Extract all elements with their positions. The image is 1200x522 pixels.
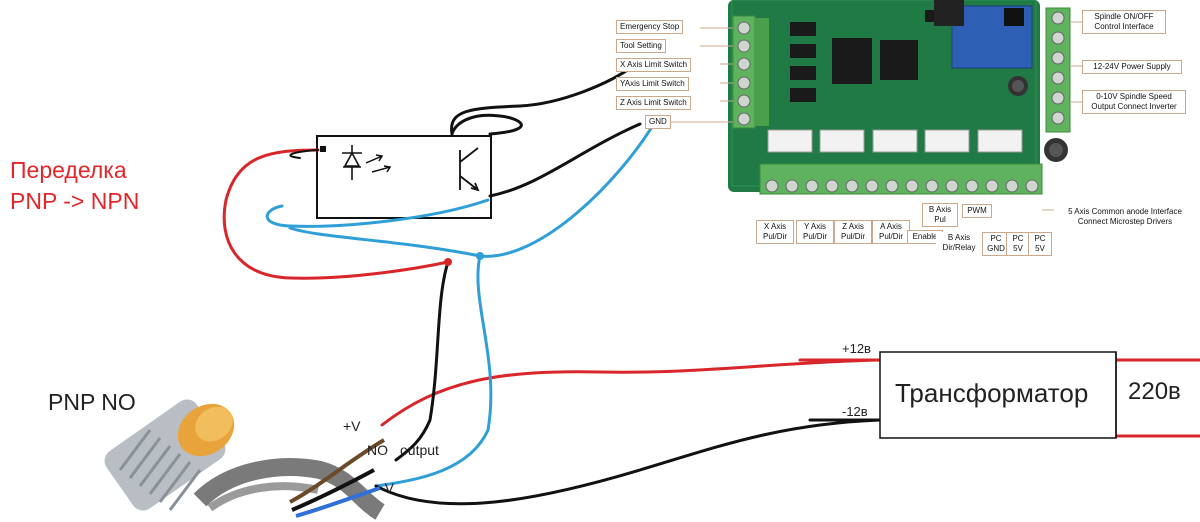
transformer-mains: 220в [1128, 378, 1181, 405]
label-pc-5v-2: PC 5V [1028, 232, 1052, 256]
label-z-limit: Z Axis Limit Switch [616, 96, 691, 110]
sensor-output: output [400, 442, 439, 458]
label-pc-5v-1: PC 5V [1006, 232, 1030, 256]
label-b-axis-dir: B Axis Dir/Relay [936, 232, 982, 254]
label-gnd: GND [645, 115, 671, 129]
sensor-plus-v: +V [343, 418, 361, 434]
label-tool-setting: Tool Setting [616, 39, 666, 53]
label-x-axis: X Axis Pul/Dir [756, 220, 794, 244]
controller-board [728, 0, 1071, 195]
transformer-minus12: -12в [842, 404, 868, 419]
label-a-axis: A Axis Pul/Dir [872, 220, 910, 244]
label-b-axis-pul: B Axis Pul [922, 203, 958, 227]
title-line-1: Переделка [10, 157, 127, 183]
label-z-axis: Z Axis Pul/Dir [834, 220, 872, 244]
label-pwm: PWM [962, 204, 992, 218]
pnp-sensor [104, 399, 386, 520]
title-line-2: PNP -> NPN [10, 188, 140, 214]
label-y-axis: Y Axis Pul/Dir [796, 220, 834, 244]
label-common-anode: 5 Axis Common anode Interface Connect Mi… [1054, 206, 1196, 228]
transformer-label: Трансформатор [895, 378, 1089, 408]
label-x-limit: X Axis Limit Switch [616, 58, 692, 72]
label-spindle-onoff: Spindle ON/OFF Control Interface [1082, 10, 1166, 34]
sensor-label: PNP NO [48, 389, 136, 415]
sensor-no: NO [367, 442, 388, 458]
transformer-box [879, 351, 1117, 439]
label-spindle-speed: 0-10V Spindle Speed Output Connect Inver… [1082, 90, 1186, 114]
label-y-limit: YAxis Limit Switch [616, 77, 689, 91]
sensor-minus-v: -V [380, 480, 394, 496]
transformer-plus12: +12в [842, 341, 871, 356]
label-power-supply: 12-24V Power Supply [1082, 60, 1182, 74]
label-emergency-stop: Emergency Stop [616, 20, 684, 34]
optocoupler [316, 135, 492, 219]
